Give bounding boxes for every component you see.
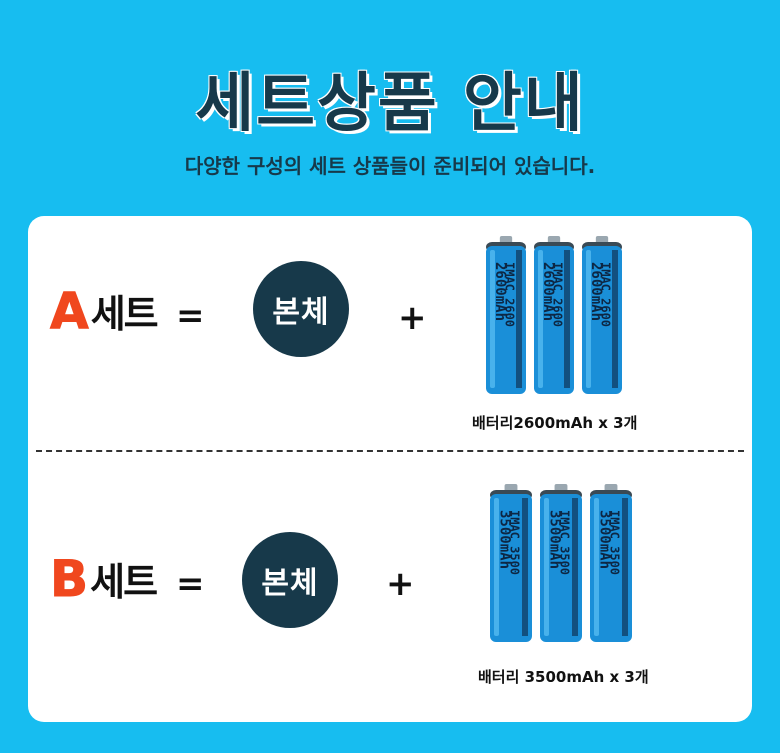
battery-icon xyxy=(540,484,582,642)
battery-capacity-label: 2600mAh xyxy=(491,262,508,322)
set-b-caption: 배터리 3500mAh x 3개 xyxy=(478,668,649,686)
set-a-label: A 세트 xyxy=(50,282,159,340)
battery-capacity-label: 3500mAh xyxy=(496,510,513,570)
battery-icon xyxy=(490,484,532,642)
set-a-body-badge: 본체 xyxy=(253,261,349,357)
set-a-plus: + xyxy=(398,298,427,338)
set-b-label: B 세트 xyxy=(49,550,158,608)
battery-model-label: IMAC 3500 xyxy=(507,510,522,576)
battery-model-label: IMAC 2600 xyxy=(550,262,565,328)
set-a-word: 세트 xyxy=(90,292,159,337)
battery-capacity-label: 2600mAh xyxy=(539,262,556,322)
battery-model-label: IMAC 2600 xyxy=(598,262,613,328)
set-a-letter: A xyxy=(50,282,90,340)
set-a-equals: = xyxy=(176,296,205,336)
set-a-caption: 배터리2600mAh x 3개 xyxy=(472,414,638,432)
battery-capacity-label: 3500mAh xyxy=(596,510,613,570)
set-b-word: 세트 xyxy=(90,560,158,605)
set-b-equals: = xyxy=(176,564,205,604)
battery-model-label: IMAC 3500 xyxy=(607,510,622,576)
set-b-letter: B xyxy=(49,550,89,608)
battery-icon xyxy=(486,236,526,394)
battery-model-label: IMAC 3500 xyxy=(557,510,572,576)
battery-icon xyxy=(582,236,622,394)
page-title: 세트상품 안내 xyxy=(195,67,585,141)
section-divider xyxy=(36,450,744,452)
set-b-body-badge: 본체 xyxy=(242,532,338,628)
page-subtitle: 다양한 구성의 세트 상품들이 준비되어 있습니다. xyxy=(184,154,596,178)
battery-icon xyxy=(534,236,574,394)
battery-model-label: IMAC 2600 xyxy=(502,262,517,328)
battery-icon xyxy=(590,484,632,642)
battery-capacity-label: 3500mAh xyxy=(546,510,563,570)
set-b-plus: + xyxy=(386,564,415,604)
battery-capacity-label: 2600mAh xyxy=(587,262,604,322)
